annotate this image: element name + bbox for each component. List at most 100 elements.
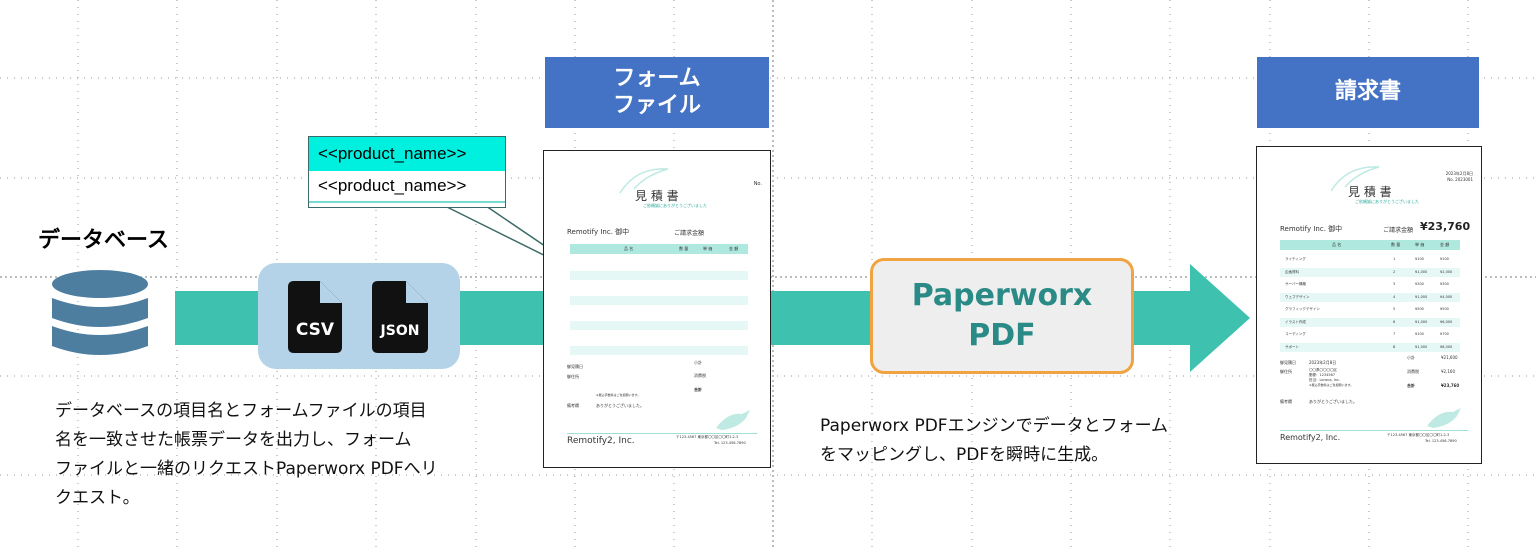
bird-logo-icon xyxy=(1427,408,1461,428)
form-doc-subtotal-label: 小計 xyxy=(694,360,702,365)
engine-line: Paperworx xyxy=(911,278,1093,313)
invoice-row xyxy=(1280,292,1460,302)
invoice-row-cell: ¥4,000 xyxy=(1440,294,1453,299)
json-file-icon: JSON xyxy=(372,281,428,353)
invoice-row-cell: ¥6,000 xyxy=(1440,319,1453,324)
invoice-issue-date: 2023年2月8日 xyxy=(1309,360,1337,365)
form-doc-title: 見 積 書 xyxy=(635,189,679,203)
invoice-row xyxy=(1280,317,1460,327)
invoice-row xyxy=(1280,330,1460,339)
engine-caption-line: Paperworx PDFエンジンでデータとフォーム xyxy=(820,416,1169,436)
form-doc-header: 数 量 xyxy=(679,246,689,251)
invoice-row-cell: 8 xyxy=(1393,344,1396,349)
invoice-row-cell: 企画資料 xyxy=(1285,269,1299,274)
invoice-row-cell: ウェブデザイン xyxy=(1285,294,1310,299)
form-file-document: No. 見 積 書 ご依頼誠にありがとうございました Remotify Inc.… xyxy=(543,150,771,468)
invoice-tax: ¥2,160 xyxy=(1441,369,1455,374)
invoice-row-cell: ¥1,000 xyxy=(1415,344,1428,349)
callout-highlight-row: <<product_name>> xyxy=(309,137,505,171)
invoice-row-cell: ¥2,000 xyxy=(1440,269,1453,274)
form-doc-header: 品 名 xyxy=(624,246,634,251)
invoice-header: 品 名 xyxy=(1332,242,1342,247)
invoice-remarks: ありがとうございました。 xyxy=(1309,399,1357,404)
invoice-row-cell: ライティング xyxy=(1285,257,1306,261)
invoice-subtotal-label: 小計 xyxy=(1407,355,1415,360)
placeholder-callout: <<product_name>> <<product_name>> xyxy=(308,136,506,208)
form-doc-header: 単 価 xyxy=(703,246,713,251)
invoice-row-cell: 2 xyxy=(1393,269,1396,274)
invoice-row xyxy=(1280,267,1460,277)
invoice-row-cell: コーディング xyxy=(1285,332,1306,336)
invoice-row-cell: 3 xyxy=(1393,282,1396,286)
paperworx-engine: Paperworx PDF xyxy=(870,258,1134,374)
callout-row: <<product_name>> xyxy=(309,171,505,203)
invoice-row-cell: ¥700 xyxy=(1440,332,1449,336)
database-caption-line: ファイルと一緒のリクエストPaperworx PDFへリ xyxy=(55,459,438,479)
invoice-header: 単 価 xyxy=(1415,242,1425,247)
invoice-client: Remotify Inc. 御中 xyxy=(1280,225,1343,233)
invoice-row-cell: ¥1,000 xyxy=(1415,269,1428,274)
invoice-total: ¥23,760 xyxy=(1441,383,1460,388)
form-doc-row xyxy=(570,296,748,305)
invoice-amount: ¥23,760 xyxy=(1420,220,1471,233)
invoice-subtotal: ¥21,600 xyxy=(1441,355,1458,360)
invoice-address-label: 御住所 xyxy=(1280,369,1292,374)
invoice-document: 2023年2月8日 No. 2023001 見 積 書 ご依頼誠にありがとうござ… xyxy=(1256,146,1482,464)
form-doc-row xyxy=(570,346,748,355)
database-icon xyxy=(52,270,148,355)
invoice-row-cell: ¥300 xyxy=(1415,282,1424,286)
form-doc-client: Remotify Inc. 御中 xyxy=(567,228,630,236)
invoice-row-cell: 4 xyxy=(1393,294,1396,299)
invoice-row xyxy=(1280,342,1460,352)
invoice-row-cell: ¥300 xyxy=(1440,282,1449,286)
invoice-row-cell: 6 xyxy=(1393,319,1396,324)
form-doc-address-label: 御住所 xyxy=(567,374,579,379)
invoice-row-cell: ¥100 xyxy=(1415,332,1424,336)
bird-logo-icon xyxy=(716,410,750,430)
form-doc-no: No. xyxy=(753,181,762,187)
form-doc-header: 金 額 xyxy=(729,246,739,251)
invoice-label: 請求書 xyxy=(1257,57,1479,128)
invoice-row-cell: 7 xyxy=(1393,332,1396,336)
invoice-contact: 担当：Lorana, Inc. xyxy=(1309,378,1340,382)
form-doc-issue-date-label: 御見積日 xyxy=(567,364,583,369)
invoice-row-cell: ¥100 xyxy=(1415,257,1424,261)
invoice-row xyxy=(1280,255,1460,264)
form-doc-subtitle: ご依頼誠にありがとうございました xyxy=(643,203,707,208)
invoice-row-cell: ¥8,000 xyxy=(1440,344,1453,349)
form-doc-footer-line xyxy=(567,433,757,434)
decorative-swirl-icon xyxy=(619,168,669,194)
form-doc-header-row xyxy=(570,244,748,254)
invoice-row-cell: ¥1,000 xyxy=(1415,319,1428,324)
database-title: データベース xyxy=(38,228,169,253)
invoice-row-cell: ¥500 xyxy=(1415,307,1424,311)
invoice-row-cell: 5 xyxy=(1393,307,1396,311)
invoice-title: 見 積 書 xyxy=(1348,185,1392,199)
invoice-date: 2023年2月8日 xyxy=(1445,171,1473,176)
invoice-note: ※振込手数料はご負担願います。 xyxy=(1309,383,1354,387)
invoice-row-cell: ¥100 xyxy=(1440,257,1449,261)
invoice-company-address: 〒123-4567 東京都〇〇区〇〇町1-2-3 xyxy=(1387,433,1450,437)
invoice-row xyxy=(1280,280,1460,289)
invoice-row-cell: 1 xyxy=(1393,257,1396,261)
csv-file-icon: CSV xyxy=(288,281,342,353)
invoice-remarks-label: 備考欄 xyxy=(1280,399,1292,404)
invoice-company: Remotify2, Inc. xyxy=(1280,433,1341,442)
invoice-header: 金 額 xyxy=(1440,242,1450,247)
invoice-no: No. 2023001 xyxy=(1447,177,1473,182)
engine-caption: Paperworx PDFエンジンでデータとフォーム をマッピングし、PDFを瞬… xyxy=(820,412,1240,470)
form-doc-row xyxy=(570,271,748,280)
invoice-header: 数 量 xyxy=(1391,242,1401,247)
form-doc-note: ※振込手数料はご負担願います。 xyxy=(596,393,641,397)
invoice-footer-line xyxy=(1280,430,1468,431)
invoice-address: 〇〇県〇〇〇〇区 xyxy=(1309,368,1337,372)
database-caption-line: 名を一致させた帳票データを出力し、フォーム xyxy=(55,430,412,450)
form-doc-tax-label: 消費税 xyxy=(694,373,706,378)
invoice-tax-label: 消費税 xyxy=(1407,369,1419,374)
invoice-row-cell: ¥1,000 xyxy=(1415,294,1428,299)
form-doc-company: Remotify2, Inc. xyxy=(567,436,635,446)
form-doc-amount-label: ご請求金額 xyxy=(674,230,705,237)
invoice-row-cell: サーバー構築 xyxy=(1285,282,1306,286)
json-file-label: JSON xyxy=(380,323,420,339)
database-caption-line: クエスト。 xyxy=(55,488,140,508)
